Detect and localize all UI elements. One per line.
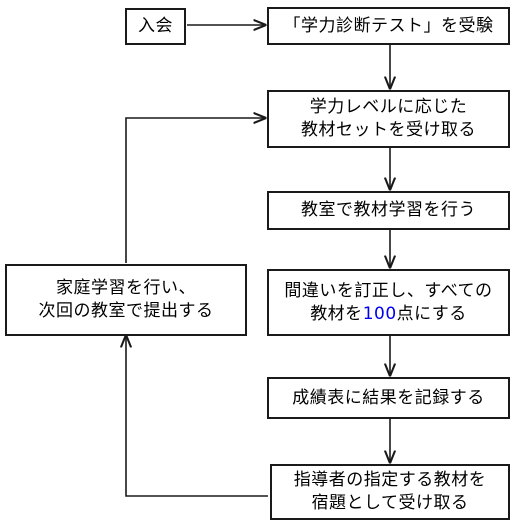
step-receive-homework: 指導者の指定する教材を 宿題として受け取る [270,464,510,520]
step-classroom-study: 教室で教材学習を行う [267,191,510,230]
step-classroom-label: 教室で教材学習を行う [301,200,476,220]
step-home-study: 家庭学習を行い、 次回の教室で提出する [5,264,247,336]
step-join-label: 入会 [138,16,173,36]
step-home-study-line2: 次回の教室で提出する [38,301,214,321]
step-correct-score: 100 [362,303,397,324]
step-receive-line1: 学力レベルに応じた [309,97,468,117]
step-join: 入会 [125,8,186,45]
step-diagnostic-test: 「学力診断テスト」を受験 [267,7,510,45]
step-correct-line2-a: 教材を [310,303,363,324]
step-record-label: 成績表に結果を記録する [292,387,485,408]
step-homework-line1: 指導者の指定する教材を [293,470,487,490]
step-receive-material-set: 学力レベルに応じた 教材セットを受け取る [267,90,510,148]
step-receive-line2: 教材セットを受け取る [301,120,476,140]
step-homework-line2: 宿題として受け取る [311,493,469,513]
step-correct-line2: 教材を100点にする [310,303,467,326]
arrow-homestudy-to-set [125,118,265,263]
step-record-results: 成績表に結果を記録する [267,377,510,419]
arrow-assign-to-homestudy [126,336,268,497]
step-correct-line2-b: 点にする [396,303,467,324]
step-diagnostic-test-label: 「学力診断テスト」を受験 [283,15,494,36]
step-correct-mistakes: 間違いを訂正し、すべての 教材を100点にする [267,269,510,336]
step-correct-line1: 間違いを訂正し、すべての [284,280,493,301]
step-home-study-line1: 家庭学習を行い、 [56,278,196,298]
